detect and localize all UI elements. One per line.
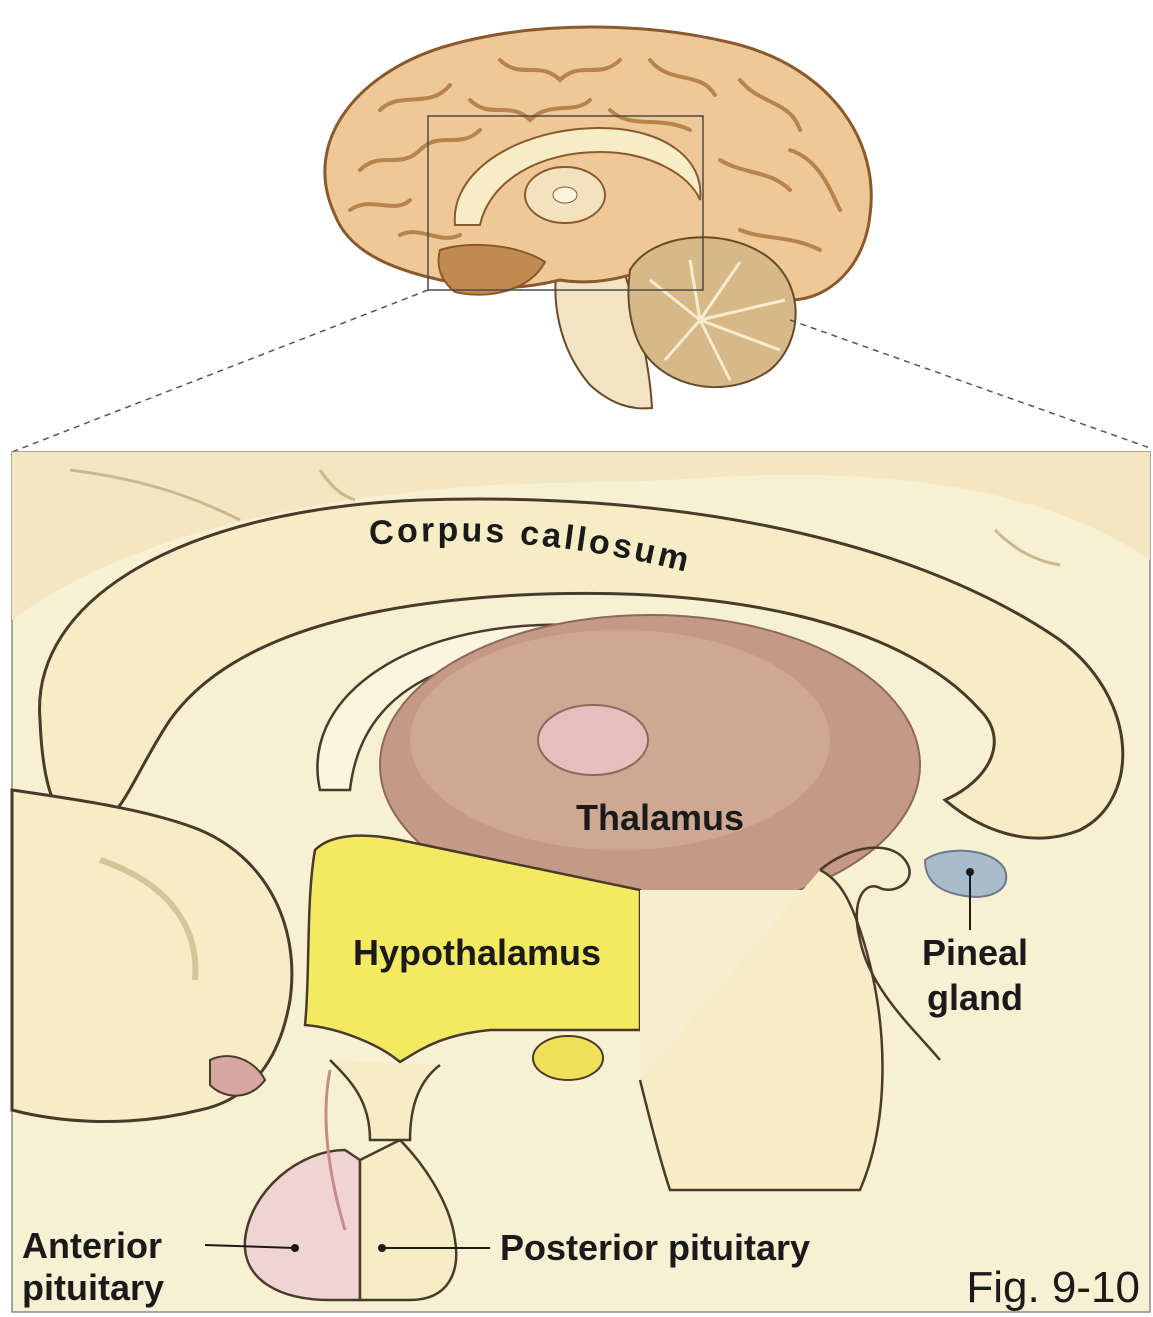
label-posterior-pituitary: Posterior pituitary — [500, 1227, 810, 1268]
label-thalamus: Thalamus — [576, 797, 744, 838]
interthalamic-adhesion — [538, 705, 648, 775]
figure-number: Fig. 9-10 — [966, 1263, 1140, 1312]
label-anterior-line2: pituitary — [22, 1267, 164, 1308]
mammillary-body — [533, 1036, 603, 1080]
interthalamic-adhesion-small — [553, 187, 577, 203]
label-pineal-line1: Pineal — [922, 932, 1028, 973]
label-pineal-line2: gland — [927, 977, 1023, 1018]
label-hypothalamus: Hypothalamus — [353, 932, 601, 973]
enlarged-panel: Corpus callosum Thalamus Hypothalamus Pi… — [12, 452, 1150, 1312]
projection-line-left — [12, 290, 428, 452]
label-anterior-line1: Anterior — [22, 1225, 162, 1266]
cerebellum — [628, 237, 795, 387]
projection-line-right — [790, 320, 1150, 448]
whole-brain-illustration — [12, 27, 1150, 452]
